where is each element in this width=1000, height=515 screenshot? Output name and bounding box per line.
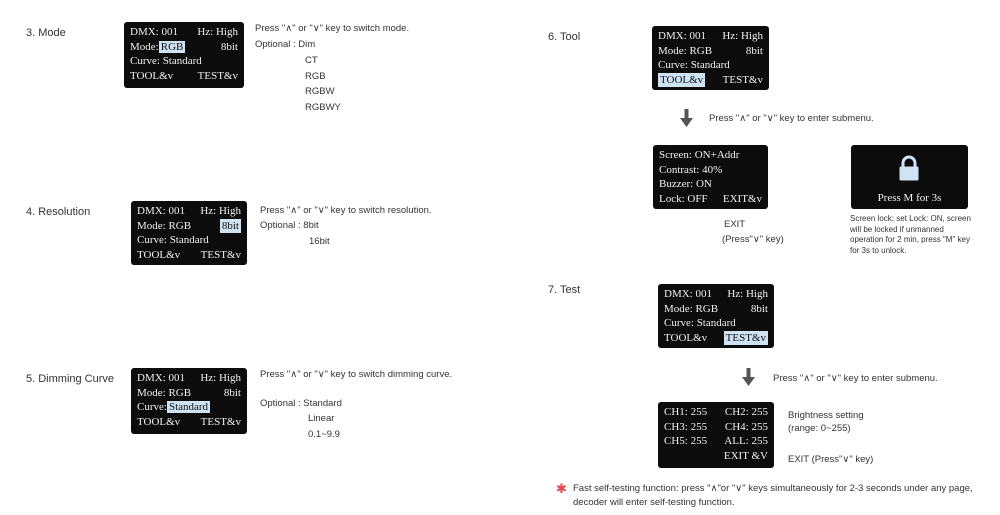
- test-exit-hint: EXIT (Press"∨" key): [788, 454, 874, 465]
- arrow-down-icon: [680, 109, 693, 127]
- lcd-screen-tool: DMX: 001 Hz: High Mode: RGB 8bit Curve: St…: [652, 26, 769, 90]
- screen-mode-label: Mode:: [130, 40, 159, 53]
- screen-mode: Mode: RGB: [658, 44, 713, 57]
- screen-dmx: DMX: 001: [130, 26, 178, 38]
- screen-mode: Mode: RGB: [664, 302, 719, 315]
- screen-dmx: DMX: 001: [664, 288, 712, 300]
- mode-optional-label: Optional : Dim: [255, 39, 316, 50]
- resolution-description: Press "∧" or "∨" key to switch resolutio…: [260, 205, 432, 216]
- screen-curve-highlight: Standard: [166, 401, 211, 413]
- section-title-tool: 6. Tool: [548, 31, 581, 43]
- submenu-exit: EXIT&v: [722, 192, 762, 205]
- screen-test: TEST&v: [722, 73, 763, 86]
- section-title-test: 7. Test: [548, 284, 581, 296]
- dimming-optional-label: Optional : Standard: [260, 398, 342, 409]
- tool-exit-label: EXIT: [724, 219, 746, 230]
- screen-bit-highlight: 8bit: [219, 218, 241, 233]
- screen-bit: 8bit: [745, 44, 763, 57]
- lcd-screen-resolution: DMX: 001 Hz: High Mode: RGB 8bit Curve: St…: [131, 201, 247, 265]
- tool-exit-hint: (Press"∨" key): [722, 234, 784, 245]
- brightness-range: (range: 0~255): [788, 423, 851, 434]
- section-title-resolution: 4. Resolution: [26, 206, 91, 218]
- screen-tool: TOOL&v: [130, 69, 174, 82]
- self-test-footnote: Fast self-testing function: press "∧"or …: [573, 483, 973, 508]
- channel-ch1: CH1: 255: [664, 406, 708, 418]
- test-enter-submenu-text: Press "∧" or "∨" key to enter submenu.: [773, 373, 938, 384]
- screen-tool: TOOL&v: [137, 248, 181, 261]
- screen-curve: Curve: Standard: [130, 55, 202, 67]
- option-item: CT: [305, 55, 318, 66]
- brightness-setting-label: Brightness setting: [788, 410, 864, 421]
- screen-mode: Mode: RGB: [137, 386, 192, 399]
- tool-enter-submenu-text: Press "∧" or "∨" key to enter submenu.: [709, 113, 874, 124]
- lock-screen-text: Press M for 3s: [877, 192, 942, 204]
- screen-bit: 8bit: [223, 386, 241, 399]
- screen-tool: TOOL&v: [664, 331, 708, 344]
- screen-hz: Hz: High: [200, 205, 241, 217]
- screen-test-highlight: TEST&v: [723, 330, 768, 345]
- screen-dmx: DMX: 001: [137, 205, 185, 217]
- arrow-down-icon: [742, 368, 755, 386]
- screen-bit: 8bit: [750, 302, 768, 315]
- screen-dmx: DMX: 001: [137, 372, 185, 384]
- screen-bit: 8bit: [220, 40, 238, 53]
- option-item: RGBWY: [305, 101, 341, 113]
- option-item: RGB: [305, 70, 326, 82]
- screen-hz: Hz: High: [197, 26, 238, 38]
- section-title-dimming-curve: 5. Dimming Curve: [26, 373, 115, 385]
- screen-curve-label: Curve:: [137, 401, 167, 413]
- screen-hz: Hz: High: [200, 372, 241, 384]
- channel-all: ALL: 255: [724, 435, 768, 447]
- dimming-options: Linear 0.1~9.9: [308, 411, 340, 442]
- screen-tool: TOOL&v: [137, 415, 181, 428]
- screen-mode: Mode: RGB: [137, 219, 192, 232]
- lcd-screen-channels: CH1: 255 CH2: 255 CH3: 255 CH4: 255 CH5: 2…: [658, 402, 774, 468]
- channel-ch2: CH2: 255: [724, 406, 768, 418]
- screen-curve: Curve: Standard: [664, 317, 736, 329]
- screen-curve: Curve: Standard: [658, 59, 730, 71]
- screen-test: TEST&v: [197, 69, 238, 82]
- resolution-optional-label: Optional : 8bit: [260, 220, 319, 231]
- screen-curve: Curve: Standard: [137, 234, 209, 246]
- resolution-option-item: 16bit: [309, 236, 330, 247]
- submenu-contrast: Contrast: 40%: [659, 163, 723, 176]
- option-item: 0.1~9.9: [308, 428, 340, 440]
- screen-hz: Hz: High: [722, 30, 763, 42]
- screen-test: TEST&v: [200, 248, 241, 261]
- screen-tool-highlight: TOOL&v: [658, 72, 706, 87]
- submenu-buzzer: Buzzer: ON: [659, 178, 712, 190]
- lcd-screen-test: DMX: 001 Hz: High Mode: RGB 8bit Curve: St…: [658, 284, 774, 348]
- lcd-screen-mode: DMX: 001 Hz: High Mode:RGB 8bit Curve: Sta…: [124, 22, 244, 88]
- lock-icon: [899, 155, 919, 181]
- lcd-screen-dimming: DMX: 001 Hz: High Mode: RGB 8bit Curve:Sta…: [131, 368, 247, 434]
- section-title-mode: 3. Mode: [26, 27, 66, 39]
- mode-description: Press "∧" or "∨" key to switch mode.: [255, 23, 410, 34]
- channel-ch5: CH5: 255: [664, 435, 708, 447]
- screen-mode-highlight: RGB: [158, 40, 186, 53]
- screen-test: TEST&v: [200, 415, 241, 428]
- channel-exit: EXIT &V: [723, 449, 768, 462]
- option-item: Linear: [308, 413, 335, 424]
- asterisk-icon: ✱: [556, 481, 567, 496]
- submenu-lock: Lock: OFF: [659, 192, 708, 205]
- channel-ch3: CH3: 255: [664, 420, 708, 433]
- mode-options: CT RGB RGBW RGBWY: [305, 53, 341, 115]
- submenu-screen: Screen: ON+Addr: [659, 149, 740, 161]
- lcd-screen-tool-submenu: Screen: ON+Addr Contrast: 40% Buzzer: ON…: [653, 145, 768, 209]
- lock-note: Screen lock: set Lock: ON, screen will b…: [850, 214, 971, 255]
- option-item: RGBW: [305, 86, 335, 97]
- lcd-screen-lock: Press M for 3s: [851, 145, 968, 209]
- screen-hz: Hz: High: [727, 288, 768, 300]
- screen-dmx: DMX: 001: [658, 30, 706, 42]
- channel-ch4: CH4: 255: [724, 420, 768, 433]
- dimming-description: Press "∧" or "∨" key to switch dimming c…: [260, 369, 453, 380]
